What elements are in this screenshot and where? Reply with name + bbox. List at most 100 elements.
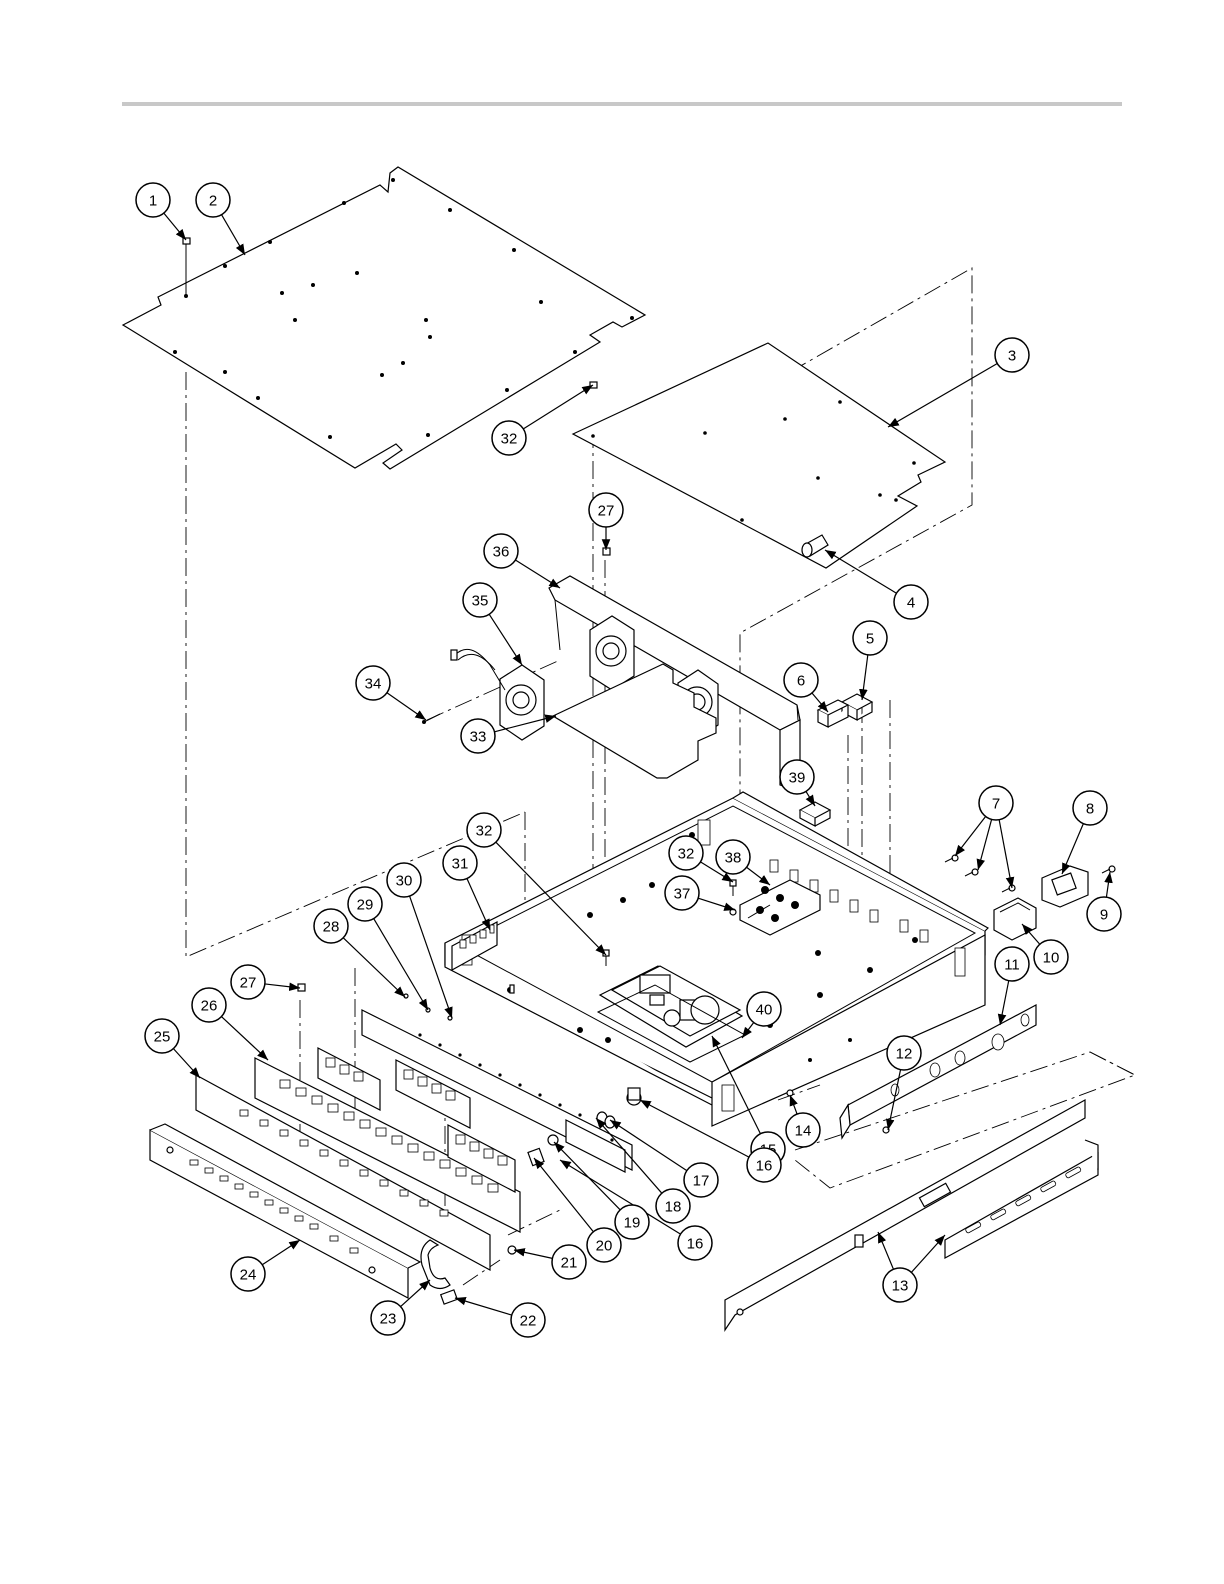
callout-6: 6	[784, 663, 818, 697]
callout-31: 31	[443, 846, 477, 880]
leader-arrow-28	[343, 938, 405, 997]
callout-32: 32	[492, 421, 526, 455]
callout-number: 10	[1043, 950, 1060, 967]
leader-arrow-1	[164, 213, 186, 240]
encoder-parts	[528, 1088, 641, 1172]
callout-14: 14	[786, 1113, 820, 1147]
callout-20: 20	[587, 1228, 621, 1262]
callout-34: 34	[356, 666, 390, 700]
callout-number: 40	[756, 1002, 773, 1019]
callout-number: 31	[452, 856, 469, 873]
callout-number: 36	[493, 544, 510, 561]
callout-2: 2	[196, 183, 230, 217]
callout-number: 12	[896, 1046, 913, 1063]
callout-number: 32	[476, 823, 493, 840]
callout-5: 5	[853, 621, 887, 655]
callout-16: 16	[747, 1148, 781, 1182]
callout-number: 25	[154, 1029, 171, 1046]
callout-24: 24	[231, 1257, 265, 1291]
callout-28: 28	[314, 909, 348, 943]
leader-arrow-7-3	[999, 820, 1012, 888]
leader-arrow-21	[514, 1250, 552, 1258]
callout-number: 28	[323, 919, 340, 936]
leader-arrow-7-2	[978, 819, 992, 870]
callout-23: 23	[371, 1301, 405, 1335]
callout-9: 9	[1087, 897, 1121, 931]
callout-26: 26	[192, 988, 226, 1022]
callout-21: 21	[552, 1245, 586, 1279]
callout-number: 16	[687, 1236, 704, 1253]
callout-33: 33	[461, 719, 495, 753]
callout-25: 25	[145, 1019, 179, 1053]
leader-arrow-36	[515, 560, 560, 588]
callout-number: 7	[992, 796, 1000, 813]
handle-23	[421, 1240, 450, 1289]
callout-13: 13	[883, 1268, 917, 1302]
callout-8: 8	[1073, 791, 1107, 825]
power-inlet-bezel	[1042, 866, 1088, 907]
callout-number: 8	[1086, 801, 1094, 818]
callout-number: 37	[674, 886, 691, 903]
callout-36: 36	[484, 534, 518, 568]
leader-arrow-27	[265, 984, 300, 988]
callout-number: 23	[380, 1311, 397, 1328]
callout-number: 21	[561, 1255, 578, 1272]
leader-arrow-13-1	[911, 1235, 945, 1272]
leader-arrow-20	[534, 1158, 593, 1232]
callout-11: 11	[995, 947, 1029, 981]
callout-22: 22	[511, 1303, 545, 1337]
leader-arrow-34	[387, 693, 426, 720]
callout-18: 18	[656, 1189, 690, 1223]
callout-39: 39	[780, 760, 814, 794]
callout-number: 4	[907, 595, 915, 612]
callout-number: 26	[201, 998, 218, 1015]
callout-number: 24	[240, 1267, 257, 1284]
leader-arrow-35	[489, 614, 522, 665]
callout-number: 16	[756, 1158, 773, 1175]
leader-arrow-5	[862, 655, 868, 700]
callout-number: 27	[598, 503, 615, 520]
callout-1: 1	[136, 183, 170, 217]
fan-center	[590, 616, 634, 690]
callout-number: 39	[789, 770, 806, 787]
callout-number: 1	[149, 193, 157, 210]
callout-number: 5	[866, 631, 874, 648]
callout-number: 35	[472, 593, 489, 610]
callout-32: 32	[669, 836, 703, 870]
callout-number: 32	[501, 431, 518, 448]
callout-number: 14	[795, 1123, 812, 1140]
callout-number: 17	[693, 1173, 710, 1190]
board-plate	[573, 343, 945, 568]
leader-arrow-25	[173, 1049, 200, 1078]
screws-7-9	[945, 855, 1115, 892]
callout-35: 35	[463, 583, 497, 617]
callout-38: 38	[716, 840, 750, 874]
leader-arrow-4	[825, 550, 896, 593]
leader-arrow-24	[262, 1240, 300, 1265]
callout-10: 10	[1034, 940, 1068, 974]
callout-number: 11	[1004, 957, 1020, 974]
leader-arrow-7-1	[955, 816, 986, 856]
callout-number: 13	[892, 1278, 909, 1295]
callout-number: 20	[596, 1238, 613, 1255]
callout-27: 27	[231, 965, 265, 999]
leader-arrow-31	[467, 879, 490, 930]
callout-19: 19	[615, 1205, 649, 1239]
callout-29: 29	[348, 887, 382, 921]
callout-30: 30	[387, 863, 421, 897]
callout-17: 17	[684, 1163, 718, 1197]
callout-16: 16	[678, 1226, 712, 1260]
callout-number: 2	[209, 193, 217, 210]
leader-arrow-3	[888, 364, 997, 427]
callout-27: 27	[589, 493, 623, 527]
leader-arrow-32	[523, 385, 593, 429]
callout-number: 27	[240, 975, 257, 992]
callout-7: 7	[979, 786, 1013, 820]
callout-number: 22	[520, 1313, 537, 1330]
callout-number: 18	[665, 1199, 682, 1216]
leader-arrow-26	[221, 1017, 268, 1060]
leader-arrow-14	[790, 1095, 797, 1114]
callout-number: 3	[1008, 348, 1016, 365]
block-6	[818, 700, 848, 727]
